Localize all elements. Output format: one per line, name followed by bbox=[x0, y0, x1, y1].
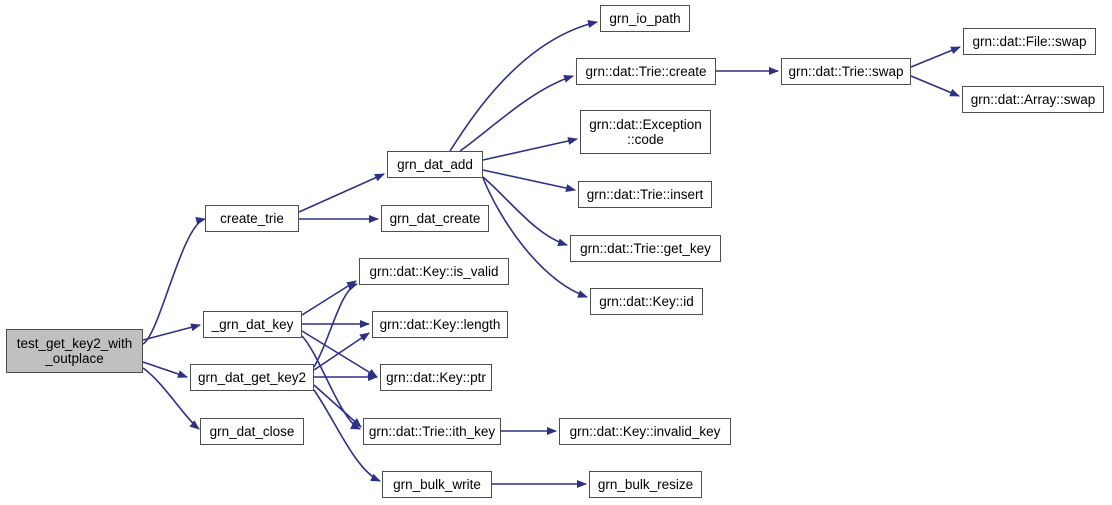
edge-dat_add-to-io_path bbox=[449, 20, 598, 152]
graph-node-trie_getkey[interactable]: grn::dat::Trie::get_key bbox=[570, 235, 721, 262]
edge-root-to-get_key2 bbox=[142, 361, 188, 378]
graph-node-is_valid[interactable]: grn::dat::Key::is_valid bbox=[359, 258, 509, 285]
graph-node-dat_close[interactable]: grn_dat_close bbox=[200, 418, 304, 445]
graph-node-file_swap[interactable]: grn::dat::File::swap bbox=[963, 28, 1096, 55]
graph-node-key_ptr[interactable]: grn::dat::Key::ptr bbox=[380, 364, 492, 391]
edge-create_trie-to-dat_add bbox=[298, 173, 385, 213]
graph-node-trie_create[interactable]: grn::dat::Trie::create bbox=[576, 58, 716, 85]
edge-get_key2-to-bulk_write bbox=[313, 389, 381, 482]
graph-node-key_length[interactable]: grn::dat::Key::length bbox=[372, 311, 508, 338]
graph-node-dat_create[interactable]: grn_dat_create bbox=[381, 205, 489, 232]
edge-dat_add-to-trie_create bbox=[459, 74, 574, 152]
edge-dat_add-to-exception bbox=[482, 137, 578, 161]
graph-node-bulk_resize[interactable]: grn_bulk_resize bbox=[589, 471, 702, 498]
graph-node-exception[interactable]: grn::dat::Exception ::code bbox=[580, 110, 711, 154]
graph-node-io_path[interactable]: grn_io_path bbox=[600, 5, 690, 32]
edge-grn_dat_key-to-is_valid bbox=[301, 280, 357, 316]
graph-node-root[interactable]: test_get_key2_with _outplace bbox=[6, 329, 143, 373]
edge-root-to-dat_close bbox=[142, 367, 200, 430]
graph-node-grn_dat_key[interactable]: _grn_dat_key bbox=[203, 311, 302, 338]
edge-dat_add-to-key_id bbox=[482, 177, 588, 298]
edge-root-to-create_trie bbox=[142, 217, 206, 345]
edge-get_key2-to-key_length bbox=[313, 332, 370, 371]
graph-node-array_swap[interactable]: grn::dat::Array::swap bbox=[962, 86, 1104, 113]
edge-root-to-grn_dat_key bbox=[142, 323, 201, 341]
edge-trie_swap-to-file_swap bbox=[910, 46, 961, 68]
graph-node-trie_swap[interactable]: grn::dat::Trie::swap bbox=[781, 58, 911, 85]
graph-node-bulk_write[interactable]: grn_bulk_write bbox=[382, 471, 492, 498]
graph-node-create_trie[interactable]: create_trie bbox=[205, 205, 299, 232]
edge-get_key2-to-is_valid bbox=[313, 283, 358, 368]
graph-node-dat_add[interactable]: grn_dat_add bbox=[387, 151, 483, 178]
edge-trie_swap-to-array_swap bbox=[910, 75, 960, 97]
edge-dat_add-to-trie_getkey bbox=[482, 176, 568, 247]
graph-node-key_id[interactable]: grn::dat::Key::id bbox=[590, 288, 703, 315]
edge-dat_add-to-trie_insert bbox=[482, 169, 576, 192]
graph-node-trie_insert[interactable]: grn::dat::Trie::insert bbox=[578, 181, 712, 208]
graph-node-ith_key[interactable]: grn::dat::Trie::ith_key bbox=[363, 418, 501, 445]
edge-get_key2-to-ith_key bbox=[313, 384, 362, 428]
graph-node-get_key2[interactable]: grn_dat_get_key2 bbox=[190, 364, 314, 391]
graph-node-invalid_key[interactable]: grn::dat::Key::invalid_key bbox=[559, 418, 731, 445]
edge-grn_dat_key-to-key_ptr bbox=[301, 330, 378, 378]
